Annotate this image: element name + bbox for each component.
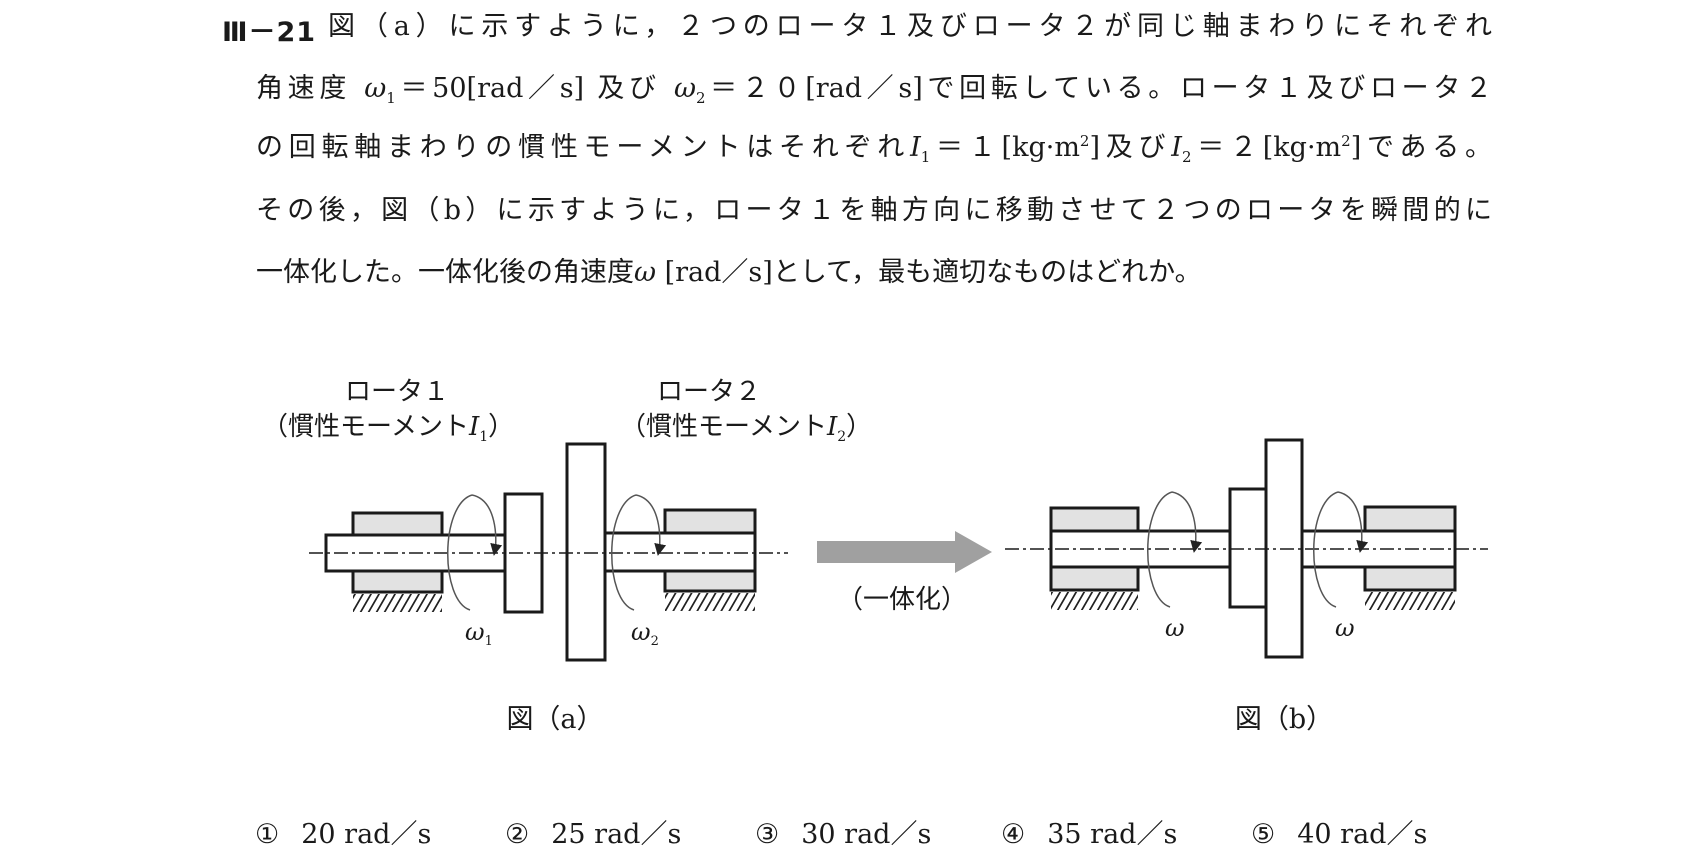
math-symbol: ω — [634, 257, 657, 288]
ground-hatch-2 — [665, 593, 755, 611]
omega1-label: ω1 — [465, 618, 493, 649]
shaft-2 — [603, 531, 757, 573]
caption-a: 図（a） — [506, 704, 603, 735]
rotor-diagram: ロータ１ （慣性モーメントI1） ロータ２ （慣性モーメントI2） ω1 ω2 … — [262, 377, 1488, 735]
ground-hatch-2 — [1365, 592, 1455, 610]
text-segment: [rad／s]として，最も適切なものはどれか。 — [656, 257, 1202, 288]
text-segment: 角速度 — [256, 73, 365, 104]
combine-arrow-icon — [817, 531, 992, 573]
text-segment: ]である。 — [1350, 132, 1492, 163]
option-text: 20 rad／s — [301, 819, 432, 850]
rotor-1-disk — [1228, 487, 1268, 609]
question-line-1: 図（a）に示すように，２つのロータ１及びロータ２が同じ軸まわりにそれぞれ — [328, 10, 1492, 44]
option-text: 25 rad／s — [551, 819, 682, 850]
rotor2-label: ロータ２ — [657, 377, 761, 407]
subscript: 1 — [920, 148, 931, 166]
question-line-2: 角速度 ω1＝50[rad／s] 及び ω2＝２０[rad／s]で回転している。… — [256, 72, 1492, 106]
option-text: 40 rad／s — [1297, 819, 1428, 850]
option-number: ② — [505, 819, 530, 850]
question-line-3: の回転軸まわりの慣性モーメントはそれぞれI1＝１[kg·m2]及びI2＝２[kg… — [256, 131, 1492, 165]
text-segment: の回転軸まわりの慣性モーメントはそれぞれ — [256, 132, 911, 163]
subscript: 2 — [695, 89, 706, 107]
text-segment: 一体化した。一体化後の角速度 — [256, 257, 634, 288]
option-text: 30 rad／s — [801, 819, 932, 850]
math-symbol: I — [910, 132, 921, 163]
figure-b — [1005, 438, 1488, 659]
option-number: ⑤ — [1251, 819, 1276, 850]
option-4[interactable]: ④ 35 rad／s — [1001, 812, 1177, 851]
omega-label-right: ω — [1335, 614, 1355, 642]
rotor1-label: ロータ１ — [345, 377, 449, 407]
superscript: 2 — [1341, 132, 1351, 150]
omega-label-left: ω — [1165, 614, 1185, 642]
caption-b: 図（b） — [1235, 704, 1333, 735]
rotor1-inertia-label: （慣性モーメントI1） — [262, 412, 514, 445]
combine-label: （一体化） — [837, 585, 967, 615]
subscript: 1 — [386, 89, 396, 107]
math-symbol: I — [1171, 132, 1182, 163]
rotor2-inertia-label: （慣性モーメントI2） — [620, 412, 872, 445]
math-symbol: ω — [673, 73, 696, 104]
rotation-arrow-omega-right-icon — [1313, 491, 1362, 608]
rotation-arrow-omega2-icon — [611, 494, 660, 611]
option-number: ① — [255, 819, 280, 850]
omega2-label: ω2 — [631, 618, 659, 649]
option-text: 35 rad／s — [1047, 819, 1178, 850]
math-symbol: ω — [364, 73, 387, 104]
rotation-arrow-omega1-icon — [447, 494, 496, 611]
option-number: ④ — [1001, 819, 1026, 850]
option-number: ③ — [755, 819, 780, 850]
option-1[interactable]: ① 20 rad／s — [255, 812, 431, 851]
question-number: Ⅲ－21 — [222, 17, 317, 48]
figure-a — [309, 442, 788, 662]
question-line-4: その後，図（b）に示すように，ロータ１を軸方向に移動させて２つのロータを瞬間的に — [256, 194, 1492, 228]
option-5[interactable]: ⑤ 40 rad／s — [1251, 812, 1427, 851]
text-segment: ＝50[rad／s] 及び — [395, 73, 674, 104]
superscript: 2 — [1079, 132, 1090, 150]
text-segment: ＝２０[rad／s]で回転している。ロータ１及びロータ２ — [705, 73, 1492, 104]
question-line-5: 一体化した。一体化後の角速度ω [rad／s]として，最も適切なものはどれか。 — [256, 256, 1202, 290]
rotor-2-disk — [565, 442, 607, 662]
ground-hatch-1 — [353, 594, 442, 612]
text-segment: ＝１[kg·m — [930, 132, 1080, 163]
option-2[interactable]: ② 25 rad／s — [505, 812, 681, 851]
subscript: 2 — [1181, 148, 1192, 166]
text-segment: 図（a）に示すように，２つのロータ１及びロータ２が同じ軸まわりにそれぞれ — [328, 11, 1492, 42]
text-segment: ＝２[kg·m — [1191, 132, 1342, 163]
text-segment: ]及び — [1089, 132, 1172, 163]
ground-hatch-1 — [1051, 592, 1138, 610]
option-3[interactable]: ③ 30 rad／s — [755, 812, 931, 851]
rotation-arrow-omega-left-icon — [1147, 491, 1196, 608]
shaft-2 — [1300, 529, 1457, 569]
text-segment: その後，図（b）に示すように，ロータ１を軸方向に移動させて２つのロータを瞬間的に — [256, 195, 1492, 226]
